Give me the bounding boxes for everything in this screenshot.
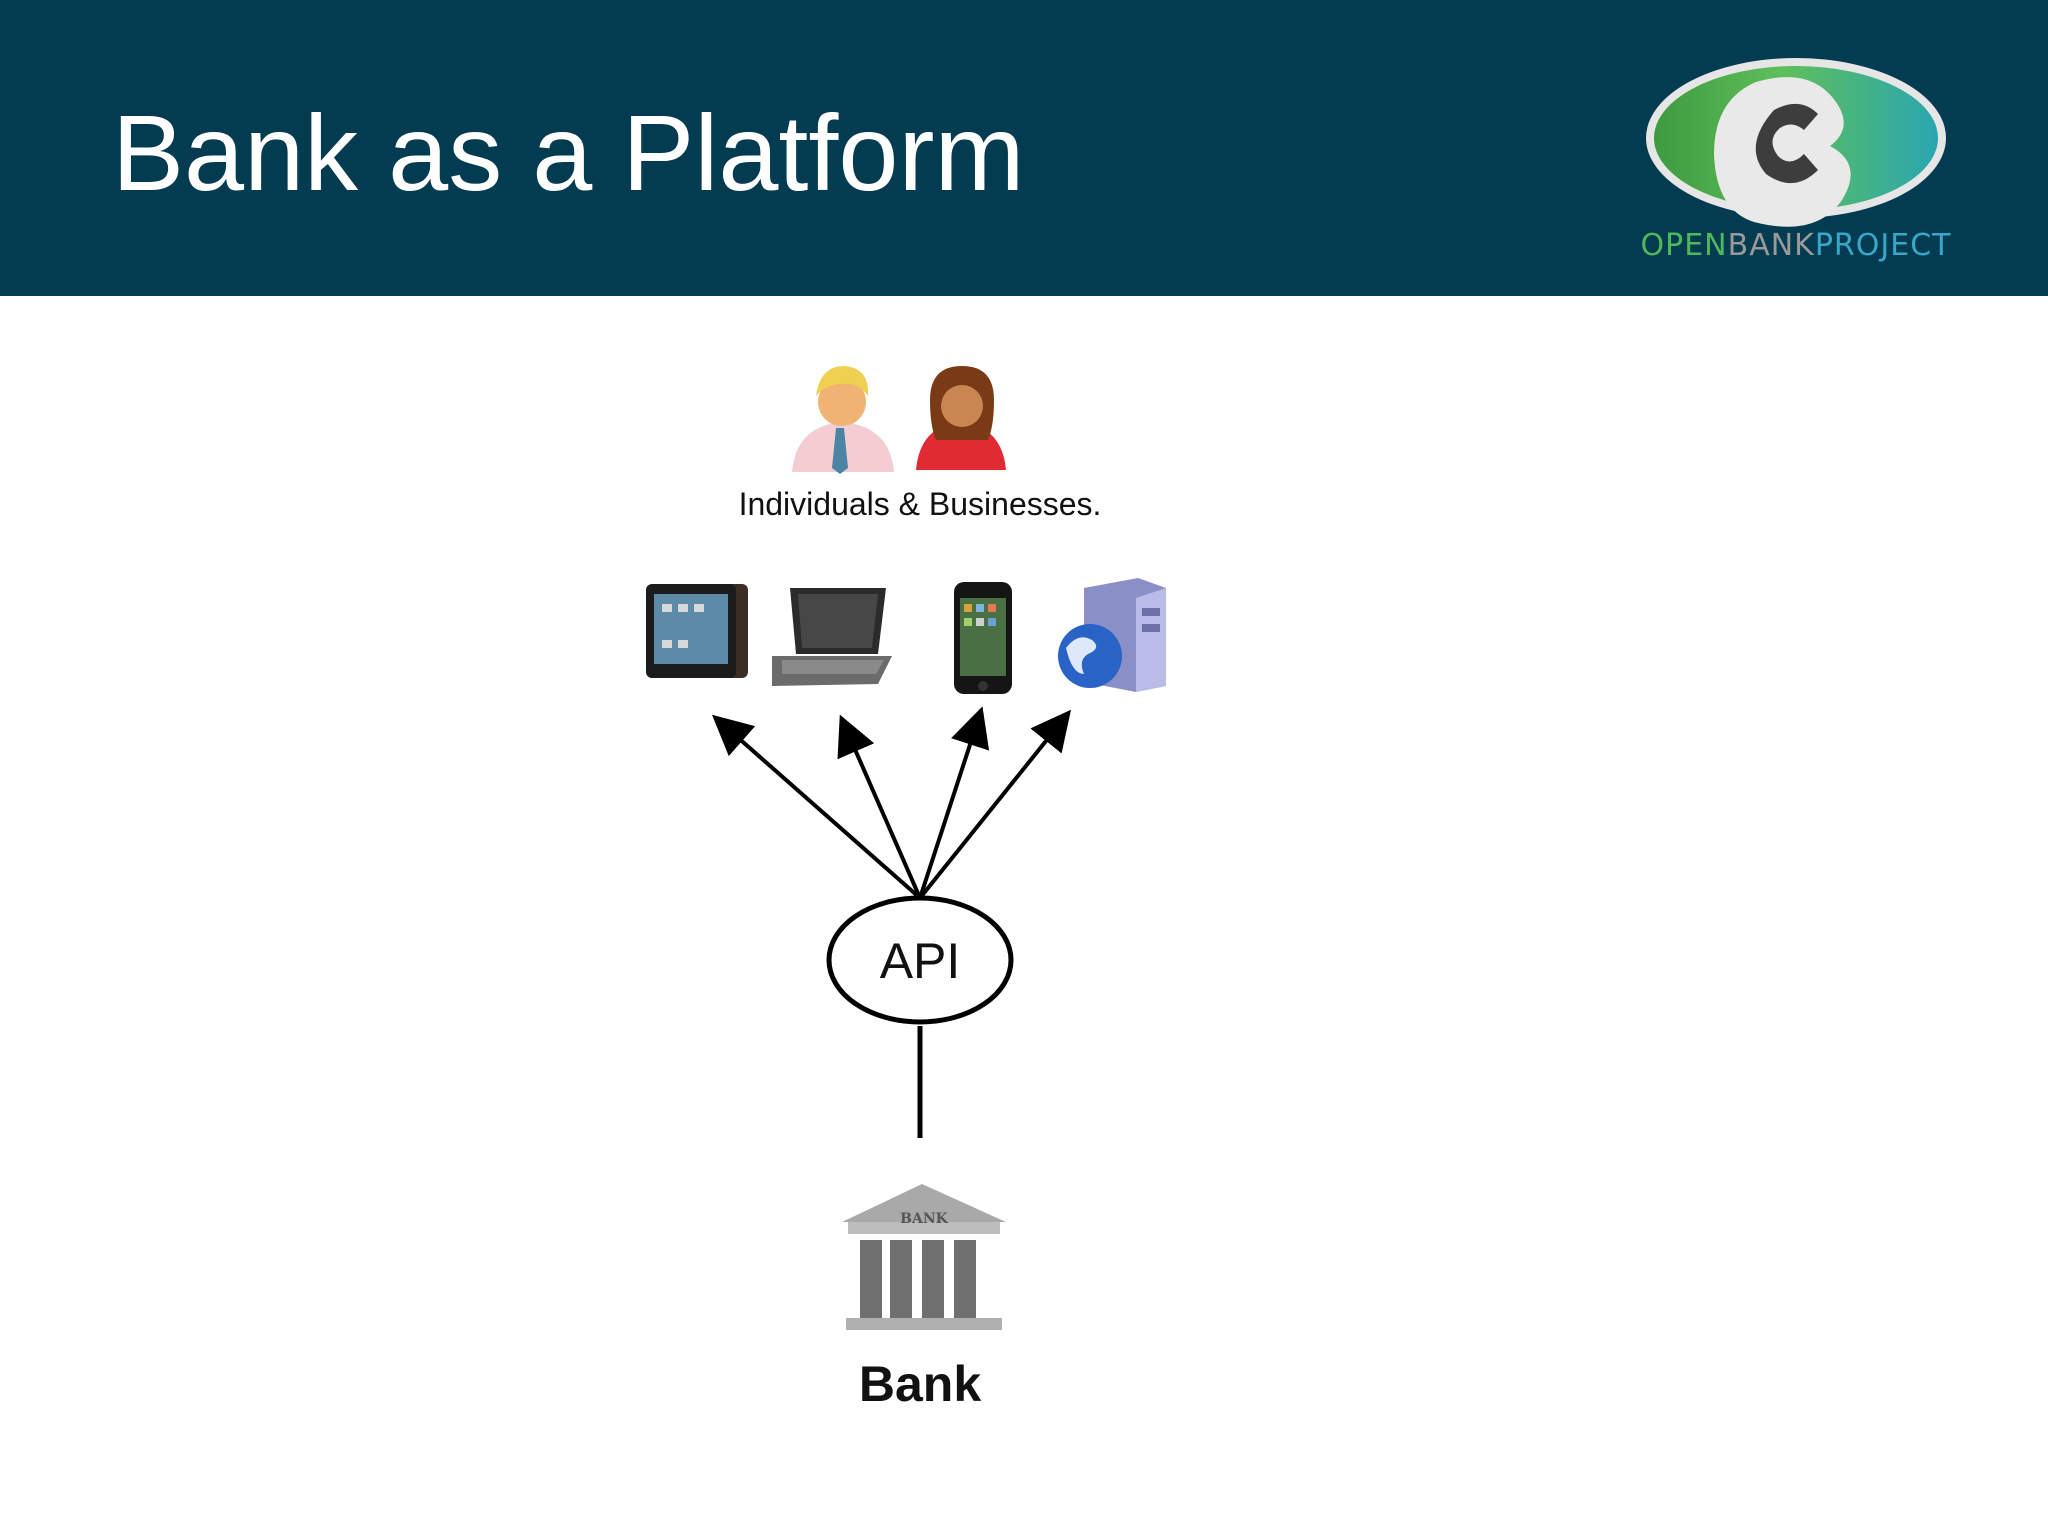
- arrow-api-to-tablet: [711, 714, 922, 900]
- logo-word-project: PROJECT: [1814, 228, 1952, 263]
- tablet-icon: [646, 584, 748, 678]
- slide-title: Bank as a Platform: [112, 92, 1025, 213]
- laptop-icon: [772, 588, 892, 686]
- logo-word-bank: BANK: [1727, 228, 1815, 263]
- bank-sign-text: BANK: [900, 1211, 948, 1227]
- arrow-api-to-smartphone: [918, 706, 990, 899]
- arrow-api-to-server: [918, 709, 1072, 900]
- smartphone-icon: [954, 582, 1012, 694]
- open-bank-project-logo: [1646, 58, 1946, 227]
- bank-building-icon: BANK: [842, 1184, 1006, 1330]
- api-node: [826, 895, 1014, 1025]
- logo-wordmark: OPENBANKPROJECT: [1636, 228, 1956, 263]
- woman-user-icon: [916, 366, 1006, 470]
- users-caption: Individuals & Businesses.: [738, 486, 1102, 522]
- arrow-api-to-laptop: [837, 714, 922, 899]
- logo-word-open: OPEN: [1640, 228, 1728, 263]
- man-user-icon: [792, 366, 894, 474]
- api-label: API: [879, 933, 961, 989]
- bank-label: Bank: [858, 1356, 982, 1412]
- web-server-icon: [1058, 578, 1166, 692]
